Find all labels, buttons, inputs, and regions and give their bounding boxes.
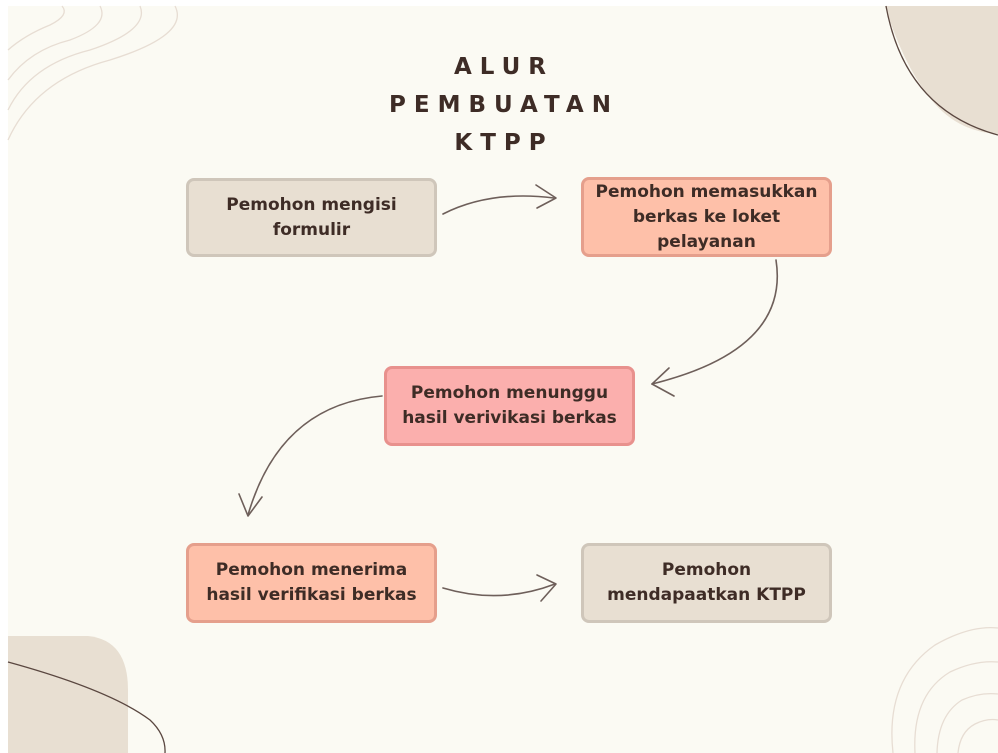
step-1-fill-form: Pemohon mengisi formulir <box>186 178 437 257</box>
top-right-curve <box>885 5 998 136</box>
step-1-label: Pemohon mengisi formulir <box>226 194 397 240</box>
title-line-1: ALUR <box>453 54 555 80</box>
step-5-obtain-ktpp: Pemohon mendapaatkan KTPP <box>581 543 832 623</box>
step-5-label: Pemohon mendapaatkan KTPP <box>607 560 806 605</box>
top-right-blob <box>885 6 998 134</box>
top-left-contours <box>7 5 178 141</box>
step-3-wait-verification: Pemohon menunggu hasil verivikasi berkas <box>384 366 635 446</box>
step-3-label: Pemohon menunggu hasil verivikasi berkas <box>402 383 617 428</box>
bottom-right-contours <box>891 626 998 753</box>
title-line-3: KTPP <box>454 130 554 156</box>
diagram-title: ALUR PEMBUATAN KTPP <box>350 48 650 162</box>
step-4-receive-verification: Pemohon menerima hasil verifikasi berkas <box>186 543 437 623</box>
bottom-left-curve <box>7 661 166 753</box>
step-2-label: Pemohon memasukkan berkas ke loket pelay… <box>595 181 818 252</box>
step-2-submit-documents: Pemohon memasukkan berkas ke loket pelay… <box>581 177 832 257</box>
bottom-left-blob <box>8 636 128 753</box>
title-line-2: PEMBUATAN <box>389 92 619 118</box>
step-4-label: Pemohon menerima hasil verifikasi berkas <box>206 560 417 605</box>
